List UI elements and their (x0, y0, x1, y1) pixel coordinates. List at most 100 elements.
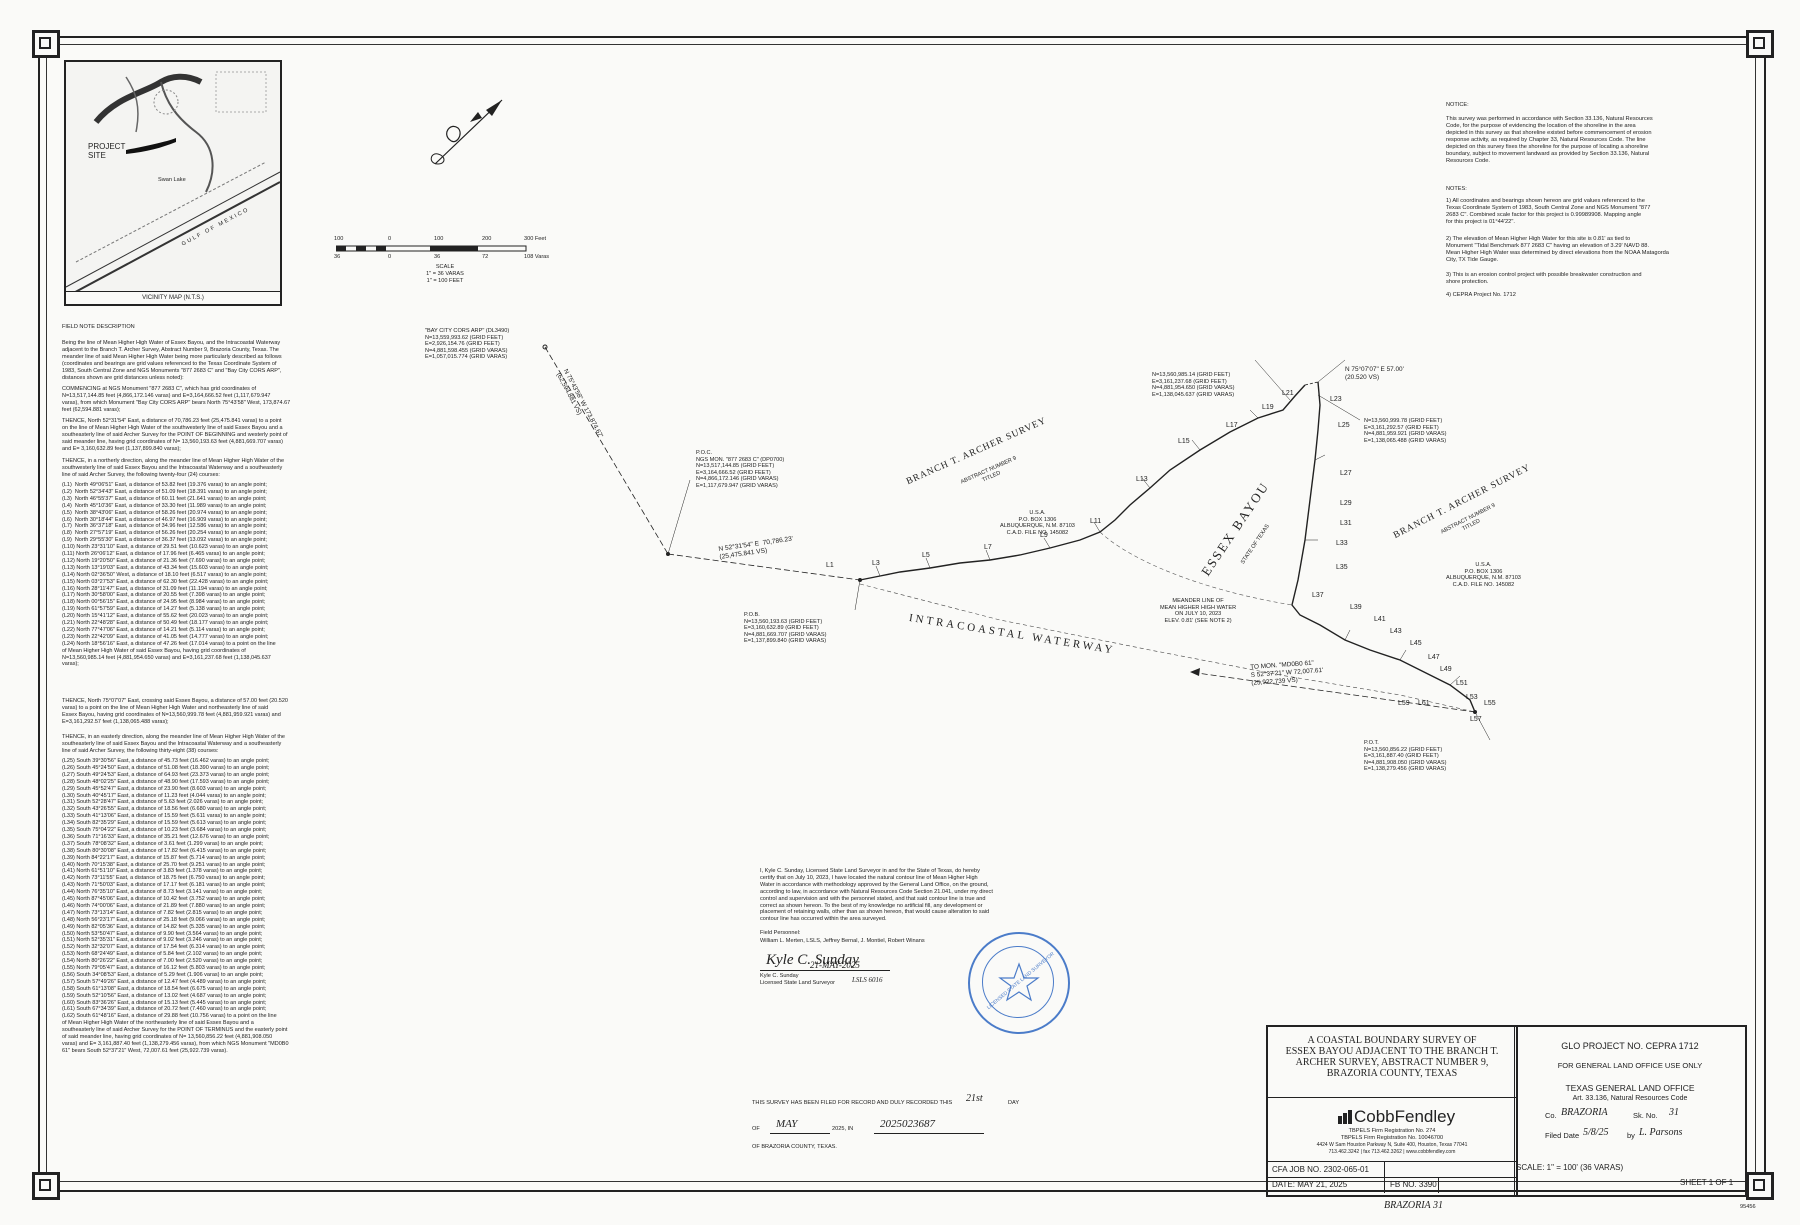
course-label: L49 (1440, 666, 1452, 673)
county-label: Co. (1545, 1111, 1557, 1120)
note-2: 2) The elevation of Mean Higher High Wat… (1446, 236, 1669, 263)
course-line: (L6) North 30°18'44" East, a distance of… (62, 516, 267, 523)
signature-line (760, 970, 890, 971)
course-line: (L25) South 39°30'56" East, a distance o… (62, 758, 270, 764)
corner-ornament-bl (32, 1172, 60, 1200)
bottom-county-mark: BRAZORIA 31 (1384, 1200, 1443, 1211)
scale-line-2: 1" = 100 FEET (426, 278, 464, 284)
usa-east-owner: U.S.A. P.O. BOX 1306 ALBUQUERQUE, N.M. 8… (1446, 562, 1521, 588)
course-line: (L15) North 03°27'53" East, a distance o… (62, 578, 269, 585)
course-line: (L53) North 68°24'49" East, a distance o… (62, 951, 263, 958)
course-line: (L51) North 52°35'31" East, a distance o… (62, 937, 263, 944)
scale-vara-3: 72 (482, 254, 489, 260)
recording-of-label: OF (752, 1126, 760, 1132)
crossing-bearing-label: N 75°07'07" E 57.00' (20.520 VS) (1345, 366, 1404, 381)
course-label: L23 (1330, 396, 1342, 403)
course-line: (L24) North 18°56'16" East, a distance o… (62, 640, 276, 668)
recording-county: OF BRAZORIA COUNTY, TEXAS. (752, 1144, 837, 1150)
course-line: (L29) South 45°52'47" East, a distance o… (62, 785, 267, 792)
course-label: L25 (1338, 422, 1350, 429)
job-col-divider (1384, 1161, 1385, 1193)
course-label: L1 (826, 562, 834, 569)
course-line: (L58) South 61°13'08" East, a distance o… (62, 985, 267, 992)
filed-by-name: L. Parsons (1639, 1127, 1683, 1138)
course-line: (L36) South 71°16'33" East, a distance o… (62, 833, 270, 840)
doc-line (874, 1133, 984, 1134)
glo-block: GLO PROJECT NO. CEPRA 1712 FOR GENERAL L… (1514, 1025, 1747, 1197)
course-label: L19 (1262, 404, 1274, 411)
course-line: (L7) North 36°37'18" East, a distance of… (62, 523, 267, 530)
course-label: L5 (922, 552, 930, 559)
course-line: (L30) South 40°45'17" East, a distance o… (62, 792, 266, 799)
field-personnel-names: William L. Merten, LSLS, Jeffrey Bernal,… (760, 938, 925, 944)
course-line: (L23) North 22°42'09" East, a distance o… (62, 633, 269, 640)
vicinity-map-caption: VICINITY MAP (N.T.S.) (66, 291, 280, 304)
vicinity-map-drawing (66, 71, 280, 298)
job-row-divider (1268, 1161, 1516, 1162)
course-line: (L5) North 38°43'06" East, a distance of… (62, 509, 267, 516)
glo-project-number: GLO PROJECT NO. CEPRA 1712 (1561, 1041, 1699, 1051)
course-line: (L45) North 87°45'06" East, a distance o… (62, 896, 266, 902)
course-line: (L56) South 34°08'53" East, a distance o… (62, 971, 264, 978)
course-line: (L12) North 19°20'50" East, a distance o… (62, 557, 266, 564)
course-line: (L3) North 46°55'37" East, a distance of… (62, 495, 267, 502)
inner-border (46, 44, 1756, 1182)
field-notes-title: FIELD NOTE DESCRIPTION (62, 324, 135, 330)
course-line: (L34) South 82°35'29" East, a distance o… (62, 820, 267, 827)
to-monument-label: TO MON. "MD0B0 61" S 52°37'21" W 72,007.… (1250, 659, 1324, 687)
course-label: L39 (1350, 604, 1362, 611)
corner-ornament-tr (1746, 30, 1774, 58)
course-line: (L20) North 15°41'12" East, a distance o… (62, 613, 269, 620)
cfa-job-number: CFA JOB NO. 2302-065-01 (1272, 1165, 1369, 1174)
surveyor-seal-stamp: LICENSED STATE LAND SURVEYOR (968, 932, 1070, 1034)
course-line: (L52) North 32°32'07" East, a distance o… (62, 944, 266, 951)
course-line: (L41) North 61°51'10" East, a distance o… (62, 868, 263, 875)
firm-registration-2: TBPELS Firm Registration No. 10046700 (1340, 1135, 1444, 1141)
course-line: (L22) North 77°47'06" East, a distance o… (62, 626, 265, 633)
notice-title: NOTICE: (1446, 102, 1469, 108)
firm-address: 4424 W Sam Houston Parkway N, Suite 400,… (1316, 1142, 1468, 1148)
course-label: L45 (1410, 640, 1422, 647)
course-label: L47 (1428, 654, 1440, 661)
date-row-divider (1268, 1177, 1516, 1178)
surveyor-name: Kyle C. Sunday (760, 973, 799, 979)
course-line: (L28) South 48°02'25" East, a distance o… (62, 778, 270, 785)
notes-title: NOTES: (1446, 186, 1467, 192)
course-line: (L13) North 13°19'03" East, a distance o… (62, 564, 269, 571)
recording-day: 21st (966, 1093, 983, 1104)
course-line: (L39) North 84°22'17" East, a distance o… (62, 854, 266, 861)
course-line: (L17) North 30°58'00" East, a distance o… (62, 592, 266, 599)
field-notes-para-1: Being the line of Mean Higher High Water… (62, 340, 282, 381)
course-line: (L14) North 02°36'50" West, a distance o… (62, 571, 267, 578)
recording-year: 2025, IN (832, 1126, 854, 1132)
title-divider (1268, 1097, 1516, 1098)
course-label: L7 (984, 544, 992, 551)
course-line: (L57) South 57°49'26" East, a distance o… (62, 978, 267, 985)
course-line: (L11) North 26°06'12" East, a distance o… (62, 551, 265, 557)
field-personnel-title: Field Personnel: (760, 930, 801, 936)
course-line: (L60) South 83°36'26" East, a distance o… (62, 999, 267, 1006)
cobbfendley-logo-icon (1338, 1110, 1352, 1124)
scale-title: SCALE (435, 264, 455, 270)
scale-vara-2: 36 (434, 254, 441, 260)
sketch-label: Sk. No. (1633, 1111, 1658, 1120)
glo-use-only: FOR GENERAL LAND OFFICE USE ONLY (1557, 1061, 1703, 1070)
pob-label: P.O.B. N=13,560,193.63 (GRID FEET) E=3,1… (744, 612, 827, 645)
filed-by-label: by (1627, 1131, 1635, 1140)
course-label: L21 (1282, 390, 1294, 397)
course-label: L53 (1466, 694, 1478, 701)
license-number: LSLS 6016 (852, 976, 883, 984)
course-line: (L38) South 80°30'08" East, a distance o… (62, 847, 267, 854)
scale-feet-1: 0 (388, 236, 392, 242)
course-line: (L26) South 45°24'50" East, a distance o… (62, 764, 270, 771)
course-label: L29 (1340, 500, 1352, 507)
course-label: L31 (1340, 520, 1352, 527)
title-block: A COASTAL BOUNDARY SURVEY OF ESSEX BAYOU… (1266, 1025, 1518, 1197)
course-label: L35 (1336, 564, 1348, 571)
recording-month: MAY (776, 1118, 798, 1130)
survey-title: A COASTAL BOUNDARY SURVEY OF ESSEX BAYOU… (1285, 1035, 1499, 1079)
firm-name: CobbFendley (1354, 1107, 1456, 1126)
course-label: L37 (1312, 592, 1324, 599)
course-line: (L31) South 52°28'47" East, a distance o… (62, 799, 264, 806)
